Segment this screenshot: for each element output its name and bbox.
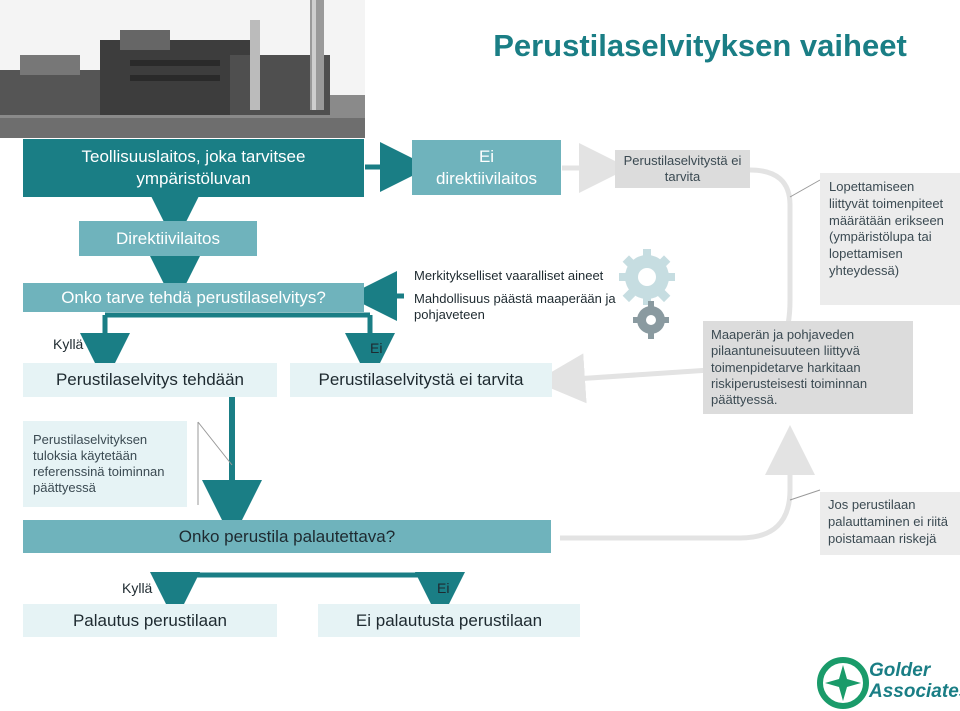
closure-note-text: Lopettamiseen liittyvät toimenpiteet mää…	[829, 179, 944, 278]
results-note-text: Perustilaselvityksen tuloksia käytetään …	[33, 432, 165, 495]
soil-note-box: Maaperän ja pohjaveden pilaantuneisuutee…	[703, 321, 913, 414]
criteria-list: Merkitykselliset vaaralliset aineet Mahd…	[414, 268, 619, 323]
golder-logo-line1: Golder	[869, 660, 931, 681]
golder-logo: Golder Associates	[817, 657, 960, 709]
criteria-soil: Mahdollisuus päästä maaperään ja pohjave…	[414, 291, 616, 322]
no-restore-box: Ei palautusta perustilaan	[318, 604, 580, 637]
not-needed-box: Perustilaselvitystä ei tarvita	[290, 363, 552, 397]
criteria-hazardous: Merkitykselliset vaaralliset aineet	[414, 268, 604, 283]
need-question-label: Onko tarve tehdä perustilaselvitys?	[61, 287, 326, 307]
survey-done-box: Perustilaselvitys tehdään	[23, 363, 277, 397]
page-title: Perustilaselvityksen vaiheet	[493, 28, 907, 63]
restoration-note-box: Jos perustilaan palauttaminen ei riitä p…	[820, 492, 960, 555]
closure-note-box: Lopettamiseen liittyvät toimenpiteet mää…	[820, 173, 960, 305]
survey-done-label: Perustilaselvitys tehdään	[55, 370, 245, 389]
no-label-1: Ei	[370, 340, 383, 356]
restore-label: Palautus perustilaan	[72, 610, 228, 630]
golder-logo-line2: Associates	[869, 681, 960, 702]
restoration-note-text: Jos perustilaan palauttaminen ei riitä p…	[828, 497, 948, 546]
restore-box: Palautus perustilaan	[23, 604, 277, 637]
not-needed-small-label: Perustilaselvitystä ei tarvita	[623, 153, 742, 184]
restorable-question-box: Onko perustila palautettava?	[23, 520, 551, 553]
not-needed-small-box: Perustilaselvitystä ei tarvita	[615, 150, 750, 188]
soil-note-text: Maaperän ja pohjaveden pilaantuneisuutee…	[711, 327, 868, 408]
no-directive-box: Ei direktiivilaitos	[412, 140, 561, 195]
no-directive-label: Ei direktiivilaitos	[435, 146, 538, 188]
no-label-2: Ei	[437, 580, 450, 596]
directive-box: Direktiivilaitos	[79, 221, 257, 256]
not-needed-label: Perustilaselvitystä ei tarvita	[318, 370, 524, 389]
gears-icon	[603, 245, 683, 340]
industrial-plant-label: Teollisuuslaitos, joka tarvitsee ympäris…	[81, 147, 306, 188]
results-note-box: Perustilaselvityksen tuloksia käytetään …	[23, 421, 187, 507]
yes-label-1: Kyllä	[53, 336, 84, 352]
golder-logo-icon	[817, 657, 869, 709]
directive-label: Direktiivilaitos	[116, 228, 220, 248]
yes-label-2: Kyllä	[122, 580, 153, 596]
industrial-plant-box: Teollisuuslaitos, joka tarvitsee ympäris…	[23, 139, 364, 197]
restorable-question-label: Onko perustila palautettava?	[178, 526, 396, 546]
factory-image	[0, 0, 365, 138]
no-restore-label: Ei palautusta perustilaan	[355, 610, 543, 630]
need-question-box: Onko tarve tehdä perustilaselvitys?	[23, 283, 364, 312]
